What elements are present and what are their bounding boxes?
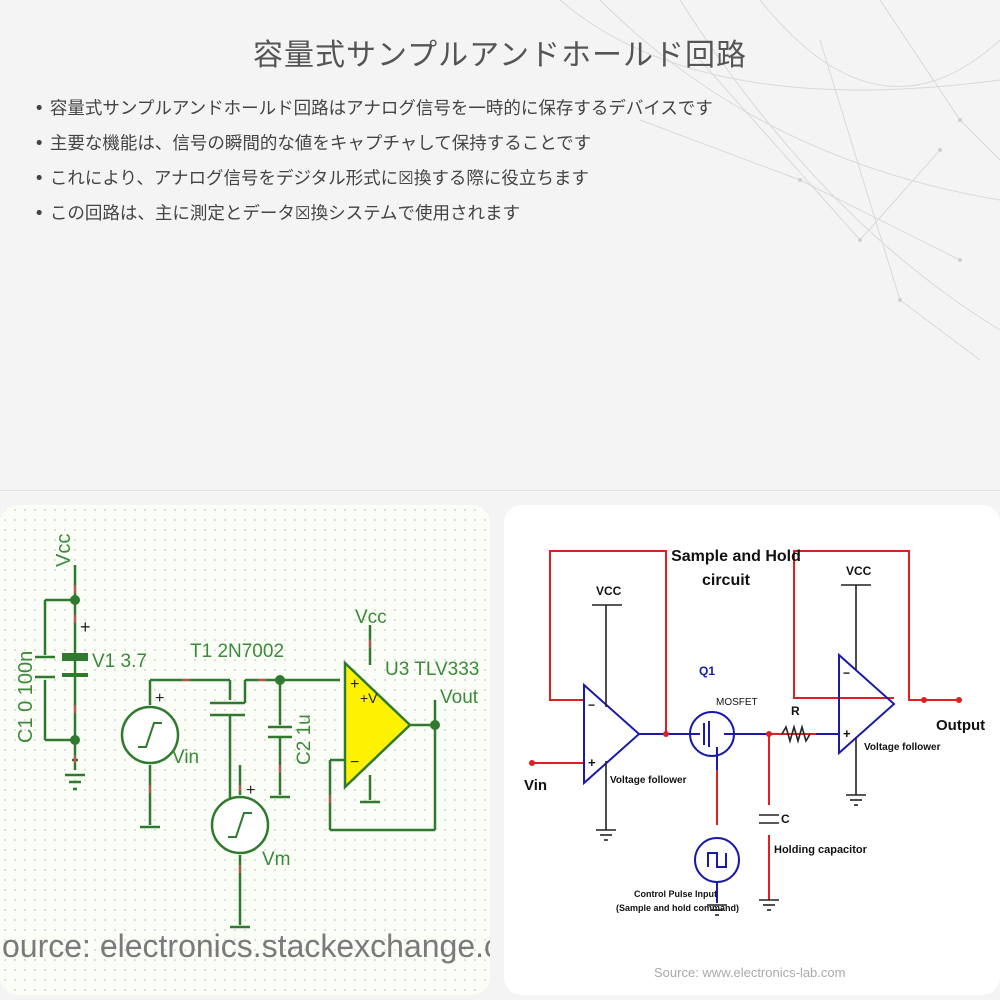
circuit-image-left: Vcc C1 0 100n + V1 3.7 T1 2N7002 Vcc U3 … bbox=[0, 505, 490, 995]
label-vout: Vout bbox=[440, 687, 479, 708]
source-credit-left: ource: electronics.stackexchange.co bbox=[2, 928, 490, 964]
label-vm-plus: + bbox=[246, 782, 255, 799]
label-opamp-vcc: Vcc bbox=[355, 607, 387, 628]
label-ctrl-1: Control Pulse Input bbox=[634, 889, 717, 899]
page-title: 容量式サンプルアンドホールド回路 bbox=[253, 38, 747, 73]
label-right-title-1: Sample and Hold bbox=[671, 548, 801, 565]
label-battery-plus: + bbox=[80, 617, 91, 637]
label-vf-1: Voltage follower bbox=[610, 775, 687, 786]
label-vin-plus: + bbox=[155, 690, 164, 707]
label-vf-2: Voltage follower bbox=[864, 742, 941, 753]
label-v1: V1 3.7 bbox=[92, 651, 147, 672]
bullet-item: この回路は、主に測定とデータ☒換システムで使用されます bbox=[34, 201, 713, 236]
label-vcc-2: VCC bbox=[846, 564, 872, 578]
label-u3: U3 TLV333 bbox=[385, 659, 479, 680]
label-opamp-plus: + bbox=[350, 676, 359, 693]
circuit-image-right: Sample and Hold circuit VCC VCC Q1 MOSFE… bbox=[504, 505, 1000, 995]
bullet-item: 主要な機能は、信号の瞬間的な値をキャプチャして保持することです bbox=[34, 131, 713, 166]
label-t1: T1 2N7002 bbox=[190, 641, 284, 662]
label-minus-2: − bbox=[843, 666, 850, 680]
label-ctrl-2: (Sample and hold command) bbox=[616, 903, 739, 913]
label-c1: C1 0 100n bbox=[15, 651, 37, 743]
label-r: R bbox=[791, 704, 800, 718]
divider bbox=[0, 490, 1000, 491]
bullet-list: 容量式サンプルアンドホールド回路はアナログ信号を一時的に保存するデバイスです 主… bbox=[34, 96, 713, 236]
label-right-title-2: circuit bbox=[702, 572, 751, 589]
label-mosfet: MOSFET bbox=[716, 697, 758, 708]
label-c2: C2 1u bbox=[294, 714, 315, 765]
label-vcc-1: VCC bbox=[596, 584, 622, 598]
label-output: Output bbox=[936, 717, 985, 734]
label-c: C bbox=[781, 812, 790, 826]
label-opamp-minus: − bbox=[350, 754, 359, 771]
label-vin-right: Vin bbox=[524, 777, 547, 794]
bullet-item: 容量式サンプルアンドホールド回路はアナログ信号を一時的に保存するデバイスです bbox=[34, 96, 713, 131]
label-plus-1: + bbox=[588, 755, 596, 770]
source-credit-right: Source: www.electronics-lab.com bbox=[654, 965, 845, 980]
bullet-item: これにより、アナログ信号をデジタル形式に☒換する際に役立ちます bbox=[34, 166, 713, 201]
label-plus-2: + bbox=[843, 726, 851, 741]
label-vm: Vm bbox=[262, 849, 291, 870]
label-minus-1: − bbox=[588, 698, 595, 712]
label-opamp-v: +V bbox=[360, 690, 378, 706]
label-vin: Vin bbox=[172, 747, 199, 768]
label-q1: Q1 bbox=[699, 664, 715, 678]
label-vcc-top: Vcc bbox=[53, 534, 75, 567]
label-holding: Holding capacitor bbox=[774, 844, 868, 856]
